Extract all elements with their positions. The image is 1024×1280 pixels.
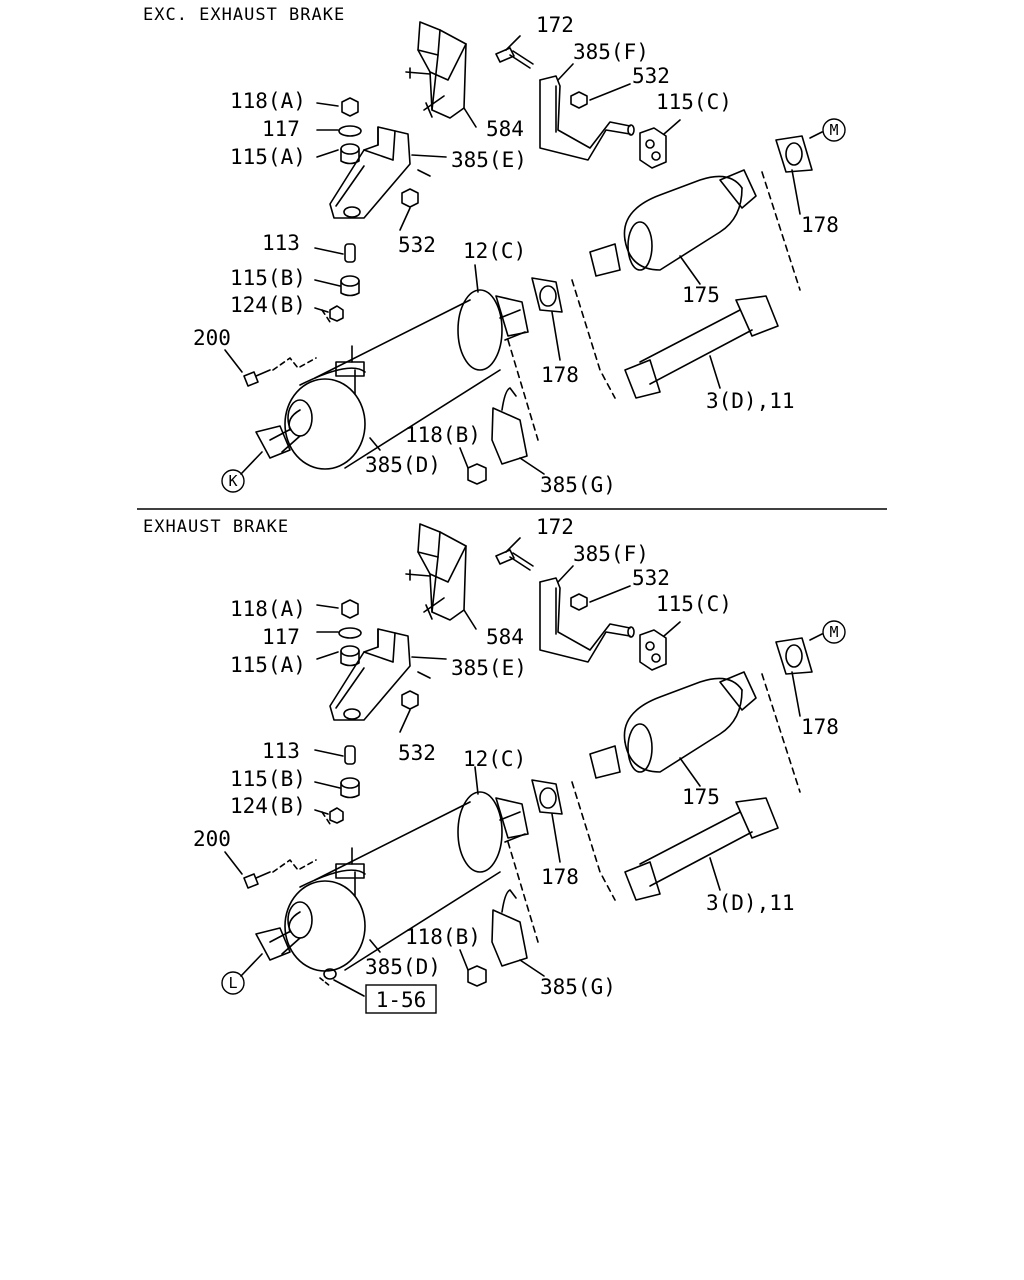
page-reference-label: 1-56 — [376, 988, 427, 1012]
callout-385d: 385(D) — [365, 453, 441, 477]
section-exhaust-brake: EXHAUST BRAKE — [143, 515, 846, 1014]
callout-178-center: 178 — [541, 363, 579, 387]
callout-113: 113 — [262, 231, 300, 255]
callout-115c: 115(C) — [656, 592, 732, 616]
callout-385g: 385(G) — [540, 975, 616, 999]
callout-532-lower: 532 — [398, 741, 436, 765]
callout-385g: 385(G) — [540, 473, 616, 497]
callout-3d-11: 3(D),11 — [706, 891, 795, 915]
callout-118a: 118(A) — [230, 597, 306, 621]
callout-175: 175 — [682, 785, 720, 809]
callout-385f: 385(F) — [573, 542, 649, 566]
callout-113: 113 — [262, 739, 300, 763]
reference-label-end: K — [228, 472, 237, 490]
callout-117: 117 — [262, 117, 300, 141]
callout-532-upper: 532 — [632, 64, 670, 88]
callout-200: 200 — [193, 326, 231, 350]
callout-124b: 124(B) — [230, 293, 306, 317]
callout-115b: 115(B) — [230, 767, 306, 791]
reference-circle-m — [822, 620, 846, 644]
section-title: EXHAUST BRAKE — [143, 517, 289, 537]
callout-532-upper: 532 — [632, 566, 670, 590]
callout-584: 584 — [486, 625, 524, 649]
reference-label-end: L — [228, 974, 237, 992]
callout-385f: 385(F) — [573, 40, 649, 64]
parts-drawing — [224, 21, 823, 485]
callout-172: 172 — [536, 13, 574, 37]
callout-385d: 385(D) — [365, 955, 441, 979]
callout-115c: 115(C) — [656, 90, 732, 114]
callout-124b: 124(B) — [230, 794, 306, 818]
callout-178-center: 178 — [541, 865, 579, 889]
callout-118b: 118(B) — [405, 423, 481, 447]
callout-178-right: 178 — [801, 213, 839, 237]
reference-label-m: M — [829, 623, 838, 641]
callout-584: 584 — [486, 117, 524, 141]
callout-117: 117 — [262, 625, 300, 649]
callout-12c: 12(C) — [463, 747, 526, 771]
reference-label-m: M — [829, 121, 838, 139]
parts-drawing — [224, 523, 823, 997]
callout-12c: 12(C) — [463, 239, 526, 263]
section-title: EXC. EXHAUST BRAKE — [143, 5, 345, 25]
callout-178-right: 178 — [801, 715, 839, 739]
callout-385e: 385(E) — [451, 148, 527, 172]
reference-circle-end — [221, 971, 245, 995]
page-reference-box — [365, 984, 437, 1014]
section-exc-exhaust-brake: EXC. EXHAUST BRAKE — [143, 5, 846, 497]
callout-3d-11: 3(D),11 — [706, 389, 795, 413]
callout-385e: 385(E) — [451, 656, 527, 680]
callout-118b: 118(B) — [405, 925, 481, 949]
callout-118a: 118(A) — [230, 89, 306, 113]
reference-circle-m — [822, 118, 846, 142]
callout-115a: 115(A) — [230, 653, 306, 677]
callout-115a: 115(A) — [230, 145, 306, 169]
callout-115b: 115(B) — [230, 266, 306, 290]
callout-175: 175 — [682, 283, 720, 307]
callout-532-lower: 532 — [398, 233, 436, 257]
callout-172: 172 — [536, 515, 574, 539]
reference-circle-end — [221, 469, 245, 493]
callout-200: 200 — [193, 827, 231, 851]
